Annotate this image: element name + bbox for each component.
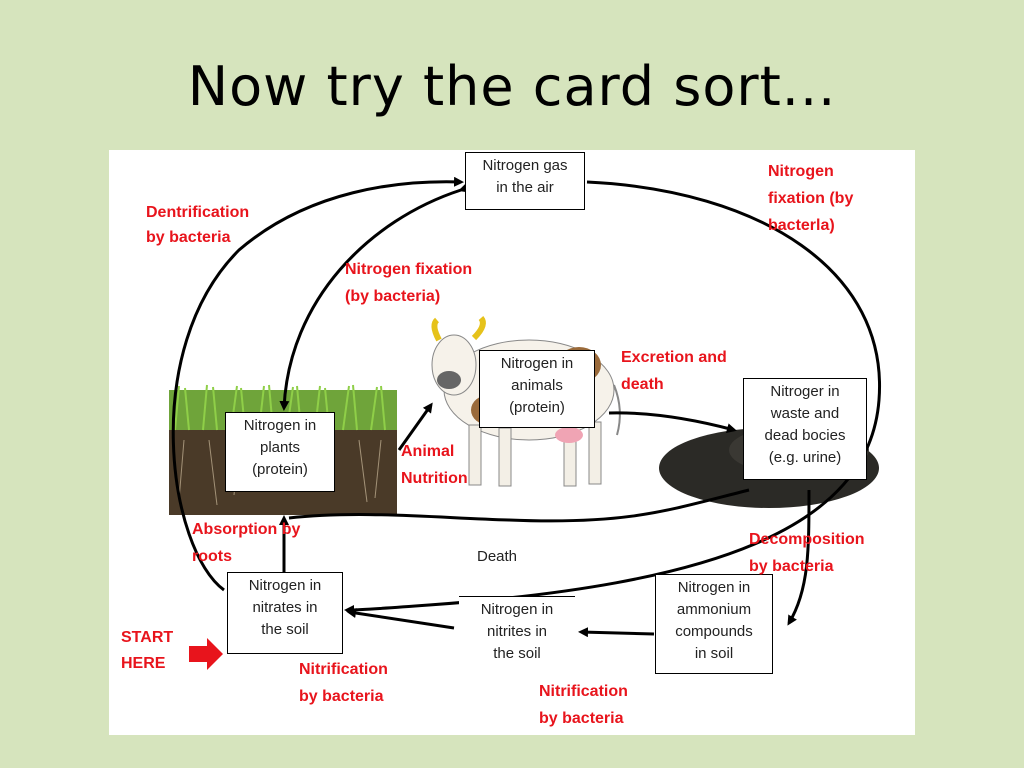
nitrification-bottom-label: Nitrification by bacteria [539,683,628,727]
absorption-label: Absorption by roots [192,521,301,565]
decomposition-label: Decomposition by bacteria [749,531,865,575]
excretion-death-label: Excretion and death [621,349,727,393]
nitrogen-nitrates-box: Nitrogen in nitrates in the soil [227,572,343,654]
nitrogen-fixation-right-label: Nitrogen fixation (by bacterla) [768,163,854,234]
nitrogen-plants-box: Nitrogen in plants (protein) [225,412,335,492]
animal-nutrition-label: Animal Nutrition [401,443,468,487]
cycle-arrows [171,176,882,638]
nitrogen-ammonium-box: Nitrogen in ammonium compounds in soil [655,574,773,674]
nitrogen-cycle-diagram: Nitrogen gas in the air Nitrogen in plan… [109,150,915,735]
denitrification-label: Dentrification by bacteria [146,204,250,246]
nitrogen-fixation-center-label: Nitrogen fixation (by bacteria) [345,261,473,305]
nitrogen-waste-box: Nitroger in waste and dead bocies (e.g. … [743,378,867,480]
nitrogen-gas-box: Nitrogen gas in the air [465,152,585,210]
death-label: Death [477,548,518,565]
red-arrow-icon [189,638,223,670]
nitrogen-nitrites-box: Nitrogen in nitrites in the soil [459,596,575,672]
start-here-label: START HERE [121,629,174,672]
nitrification-left-label: Nitrification by bacteria [299,661,388,705]
slide-title: Now try the card sort... [187,55,837,118]
nitrogen-animals-box: Nitrogen in animals (protein) [479,350,595,428]
